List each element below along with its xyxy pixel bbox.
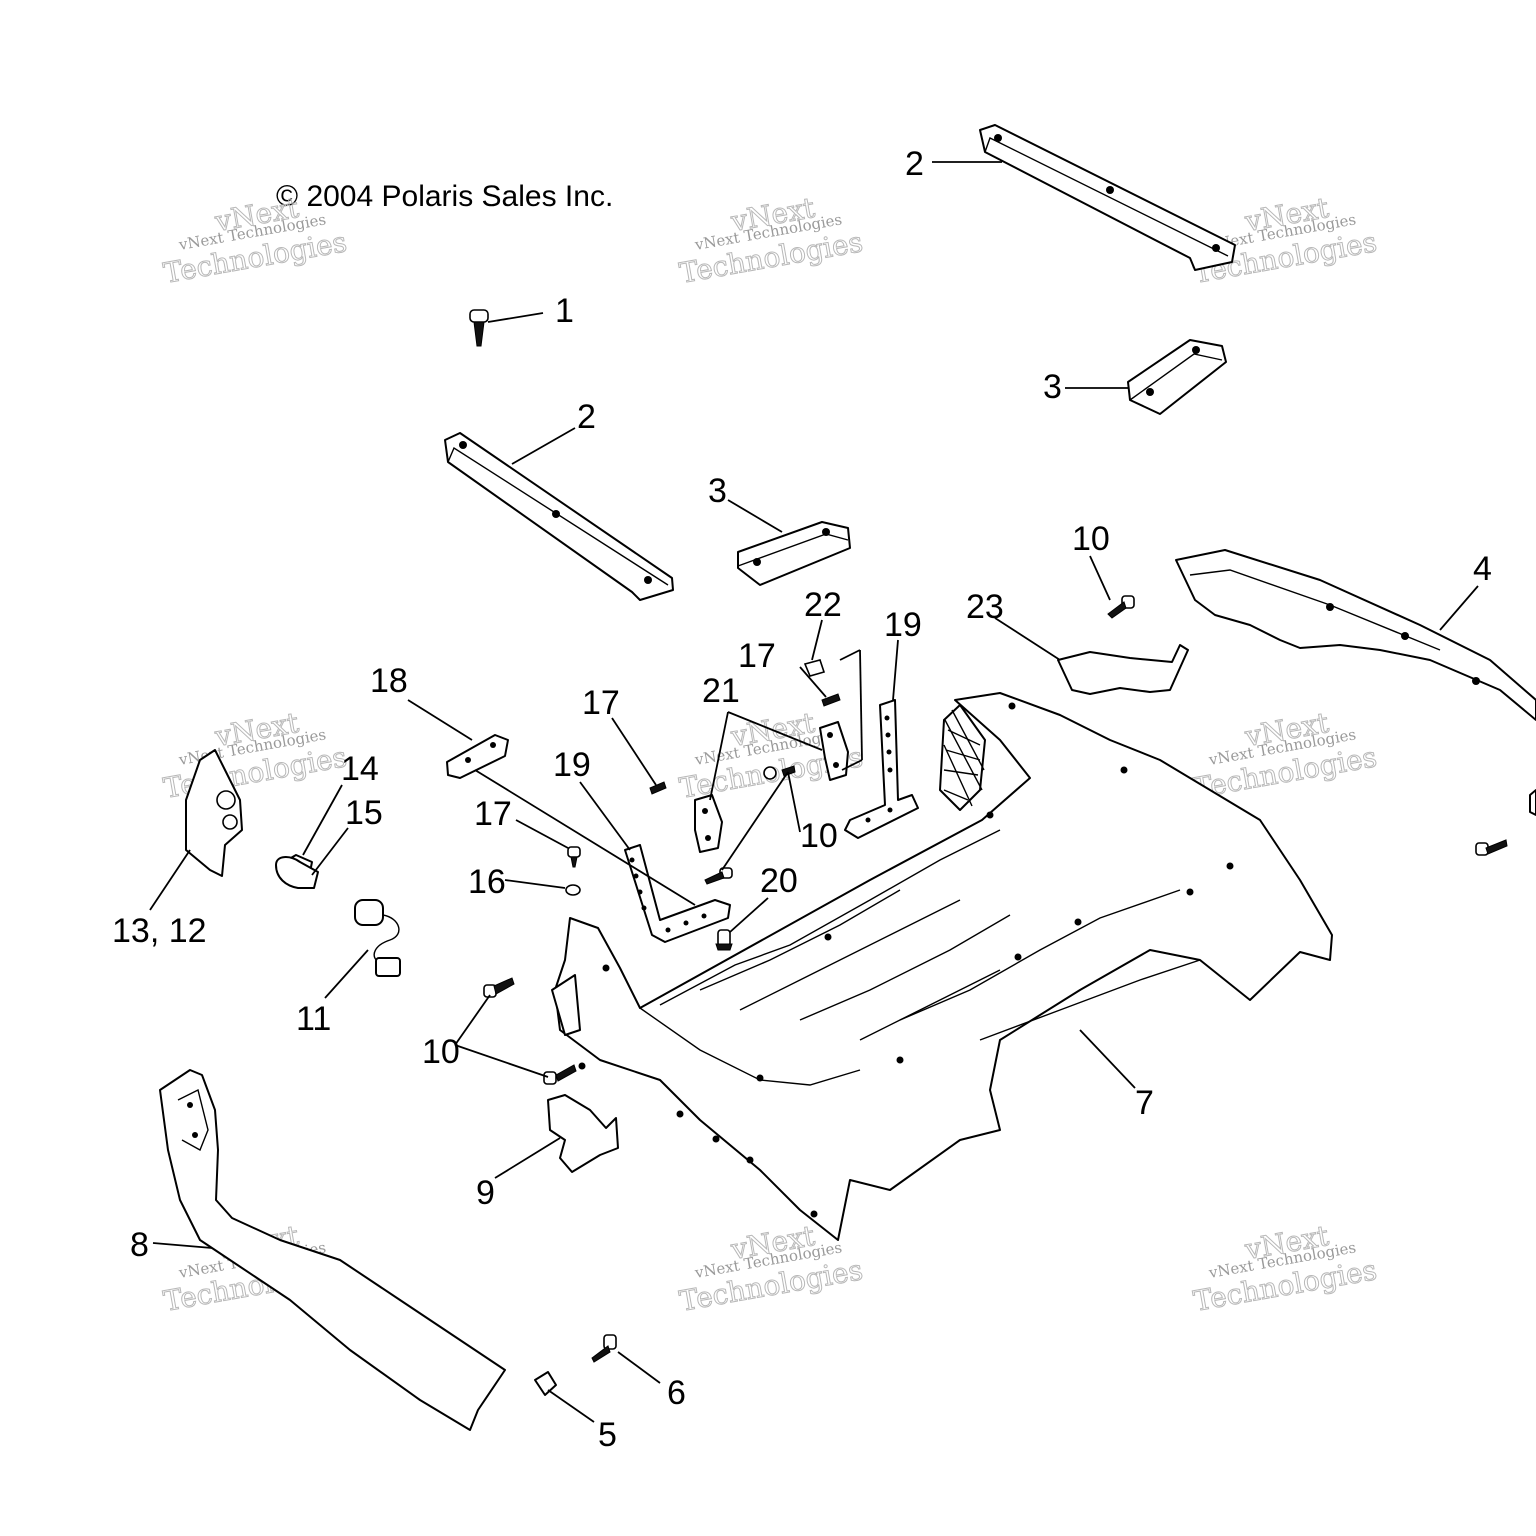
part-13-12-tail-light bbox=[185, 749, 243, 877]
part-4-fender-right bbox=[1175, 549, 1536, 816]
callout-19-left: 19 bbox=[553, 746, 591, 784]
callout-6: 6 bbox=[667, 1374, 686, 1412]
part-10-screw-right-icon bbox=[1475, 839, 1508, 856]
part-15-bulb-icon bbox=[275, 856, 319, 889]
callout-2-top: 2 bbox=[905, 145, 924, 183]
callout-21: 21 bbox=[702, 672, 740, 710]
callout-10-left: 10 bbox=[422, 1033, 460, 1071]
part-2-rail-top bbox=[979, 124, 1236, 271]
part-19-bracket-left bbox=[624, 844, 731, 943]
part-11-socket-icon bbox=[354, 899, 401, 977]
callout-3-right: 3 bbox=[1043, 368, 1062, 406]
callout-18: 18 bbox=[370, 662, 408, 700]
part-5-clip-icon bbox=[534, 1371, 557, 1396]
part-17-screw-icon bbox=[821, 693, 841, 707]
part-9-bracket bbox=[547, 1094, 619, 1173]
part-10-screw-icon bbox=[483, 977, 515, 998]
part-16-nut-icon bbox=[565, 884, 581, 896]
part-20-fastener-icon bbox=[715, 929, 733, 951]
callout-3-middle: 3 bbox=[708, 472, 727, 510]
callout-10-top: 10 bbox=[1072, 520, 1110, 558]
callout-5: 5 bbox=[598, 1416, 617, 1454]
callout-11: 11 bbox=[296, 1000, 331, 1038]
part-17-screw-icon bbox=[649, 781, 667, 795]
callout-20: 20 bbox=[760, 862, 798, 900]
part-10-screw-icon bbox=[543, 1064, 577, 1085]
callout-2-middle: 2 bbox=[577, 398, 596, 436]
part-7-rear-body bbox=[551, 692, 1333, 1241]
part-18-clamp bbox=[446, 734, 509, 779]
part-3-bracket-middle bbox=[737, 521, 851, 586]
callout-17-left: 17 bbox=[474, 795, 512, 833]
callout-4: 4 bbox=[1473, 550, 1492, 588]
callout-1: 1 bbox=[555, 292, 574, 330]
part-10-screw-icon bbox=[704, 867, 733, 885]
part-10-screw-top-icon bbox=[1107, 595, 1135, 619]
callout-14: 14 bbox=[341, 750, 379, 788]
leader-lines bbox=[149, 161, 1479, 1423]
part-8-fender-left bbox=[159, 1069, 506, 1431]
callout-23: 23 bbox=[966, 588, 1004, 626]
callout-9: 9 bbox=[476, 1174, 495, 1212]
watermark: vNext vNext Technologies Technologies bbox=[1190, 1218, 1379, 1318]
watermark: vNext vNext Technologies Technologies bbox=[1190, 705, 1379, 805]
part-21-plate bbox=[694, 721, 849, 853]
watermark: vNext vNext Technologies Technologies bbox=[676, 190, 865, 290]
callout-16: 16 bbox=[468, 863, 506, 901]
callout-13-12: 13, 12 bbox=[112, 912, 207, 950]
part-17-screw-icon bbox=[567, 846, 581, 868]
callout-8: 8 bbox=[130, 1226, 149, 1264]
callout-19-right: 19 bbox=[884, 606, 922, 644]
part-3-bracket-right bbox=[1127, 339, 1227, 415]
callout-17-middle: 17 bbox=[582, 684, 620, 722]
part-22-nut-icon bbox=[803, 659, 826, 677]
watermark: vNext vNext Technologies Technologies bbox=[160, 705, 349, 805]
callout-labels: 1 2 2 3 3 4 5 6 7 8 9 10 10 10 11 13, 12… bbox=[112, 145, 1492, 1454]
part-23-shield bbox=[1057, 644, 1189, 695]
callout-22: 22 bbox=[804, 586, 842, 624]
callout-10-middle: 10 bbox=[800, 817, 838, 855]
callout-17-top: 17 bbox=[738, 637, 776, 675]
part-6-screw-icon bbox=[591, 1334, 617, 1363]
part-10-screw-icon bbox=[763, 765, 796, 780]
callout-7: 7 bbox=[1135, 1084, 1154, 1122]
part-1-screw-icon bbox=[469, 309, 489, 347]
callout-15: 15 bbox=[345, 794, 383, 832]
part-2-rail-middle bbox=[444, 432, 674, 601]
part-19-bracket-right bbox=[844, 699, 919, 839]
copyright-text: © 2004 Polaris Sales Inc. bbox=[276, 180, 613, 213]
